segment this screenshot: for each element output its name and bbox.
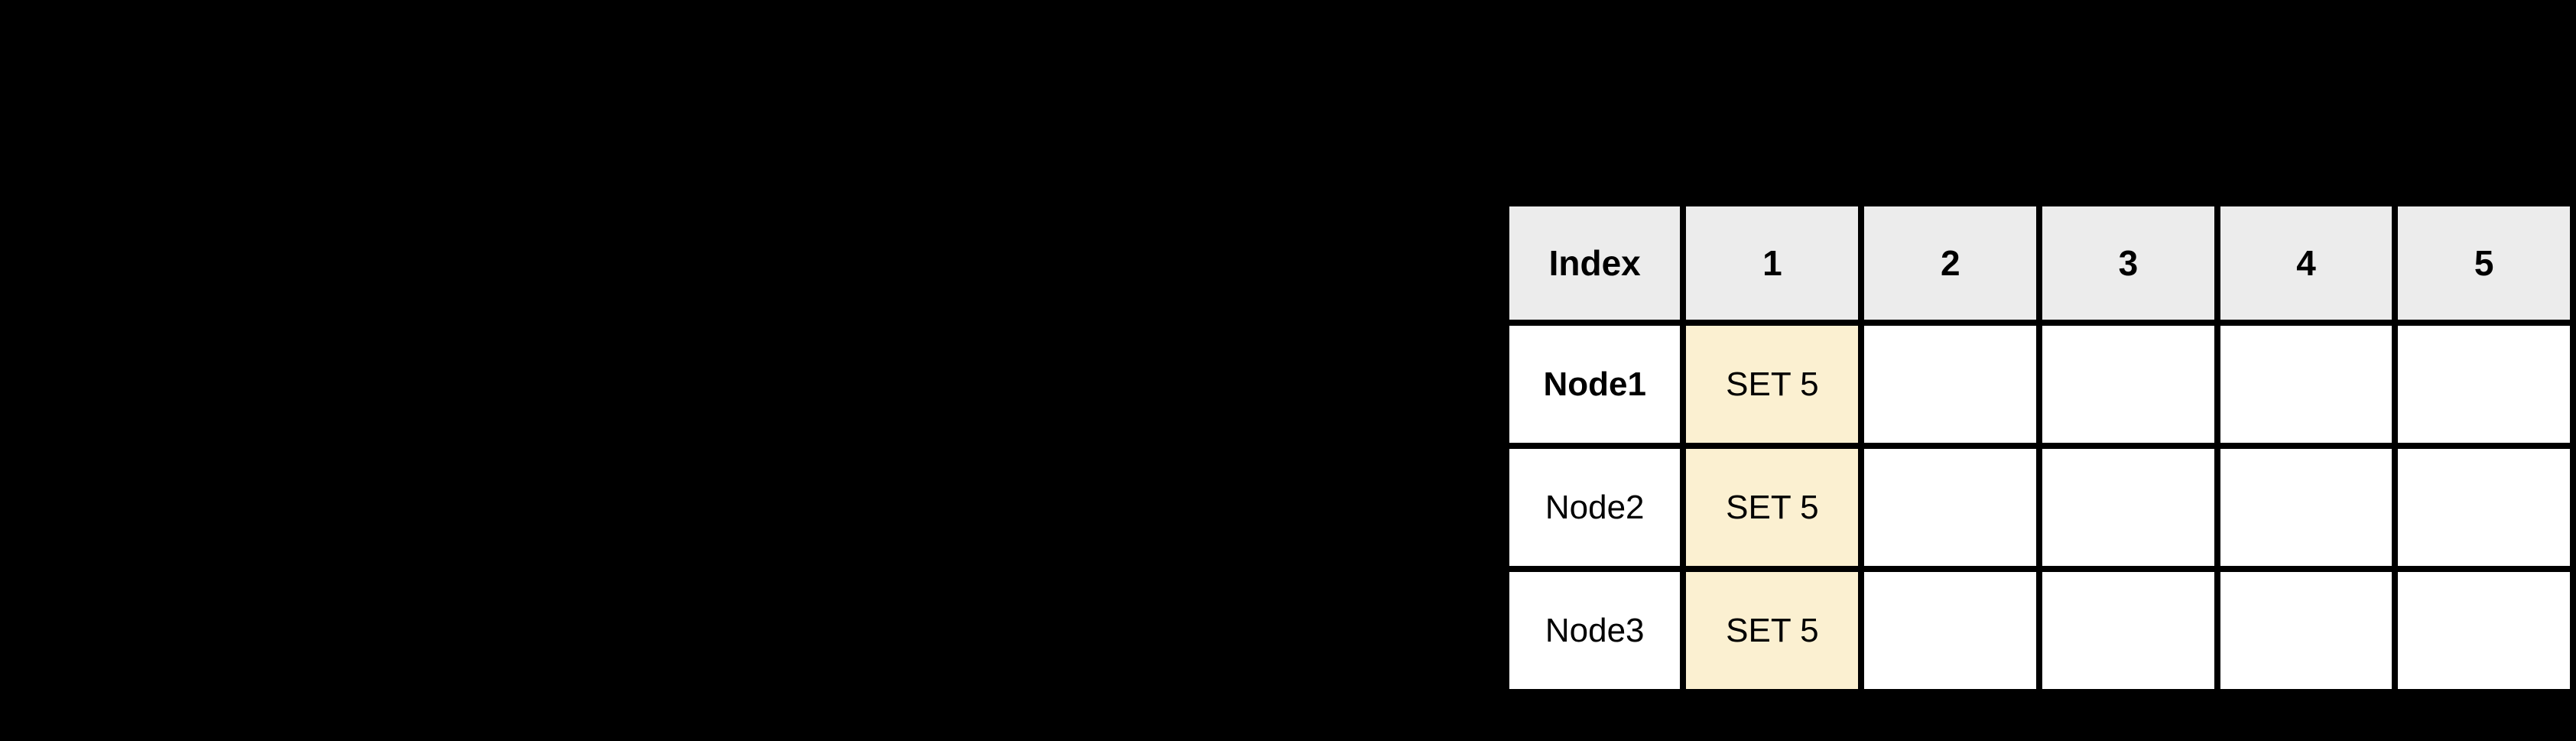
- cell-node1-3: [2036, 320, 2220, 449]
- header-cell-3: 3: [2036, 200, 2220, 326]
- header-cell-5: 5: [2392, 200, 2576, 326]
- row-label-node2: Node2: [1502, 443, 1687, 572]
- cell-node3-1: SET 5: [1680, 566, 1865, 695]
- header-cell-index: Index: [1502, 200, 1687, 326]
- cell-node2-4: [2214, 443, 2399, 572]
- cell-node3-5: [2392, 566, 2576, 695]
- cell-node1-4: [2214, 320, 2399, 449]
- header-cell-4: 4: [2214, 200, 2399, 326]
- cell-node2-5: [2392, 443, 2576, 572]
- cell-node2-1: SET 5: [1680, 443, 1865, 572]
- cell-node3-4: [2214, 566, 2399, 695]
- cell-node1-2: [1858, 320, 2043, 449]
- table-row-node3: Node3 SET 5: [1502, 566, 2576, 695]
- cell-node3-3: [2036, 566, 2220, 695]
- row-label-node3: Node3: [1502, 566, 1687, 695]
- table-row-node1: Node1 SET 5: [1502, 320, 2576, 449]
- cell-node2-2: [1858, 443, 2043, 572]
- header-cell-2: 2: [1858, 200, 2043, 326]
- table-header-row: Index 1 2 3 4 5: [1502, 200, 2576, 326]
- table-row-node2: Node2 SET 5: [1502, 443, 2576, 572]
- cell-node1-1: SET 5: [1680, 320, 1865, 449]
- header-cell-1: 1: [1680, 200, 1865, 326]
- node-log-table: Index 1 2 3 4 5 Node1 SET 5 Node2 SET 5: [1502, 200, 2576, 695]
- cell-node1-5: [2392, 320, 2576, 449]
- row-label-node1: Node1: [1502, 320, 1687, 449]
- cell-node3-2: [1858, 566, 2043, 695]
- cell-node2-3: [2036, 443, 2220, 572]
